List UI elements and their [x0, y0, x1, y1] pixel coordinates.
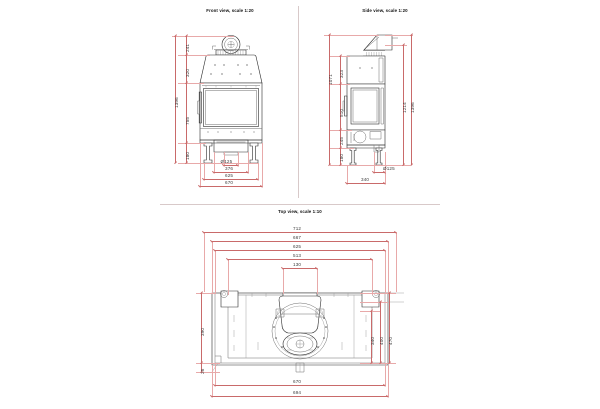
front-dim-625-line	[204, 179, 258, 180]
side-dim-1214-line	[403, 45, 404, 165]
side-witness-340-r	[385, 165, 386, 184]
top-dim-670-text: 670	[293, 379, 302, 384]
side-dim-510-line	[340, 84, 341, 130]
front-dim-376-line	[214, 172, 248, 173]
top-dim-470-text: 470	[387, 336, 393, 345]
view-separator-vertical	[298, 6, 299, 198]
top-dim-25-text: 25	[199, 368, 205, 374]
top-witness-670-r	[385, 363, 386, 386]
side-witness-d125-r	[385, 152, 386, 173]
side-witness-top	[324, 35, 379, 36]
top-dim-667-text: 667	[293, 235, 302, 240]
top-dim-513-line	[228, 259, 372, 260]
front-dim-376-text: 376	[225, 166, 234, 171]
top-dim-670-line	[215, 385, 385, 386]
top-dim-694-line	[212, 396, 388, 397]
top-dim-625-text: 625	[293, 244, 302, 249]
front-witness-320	[178, 83, 204, 84]
front-dim-320-line	[186, 55, 187, 83]
top-witness-r470-t	[360, 293, 396, 294]
front-dim-180-line	[186, 143, 187, 163]
side-witness-bottom	[330, 165, 410, 166]
top-dim-340-line	[371, 311, 372, 363]
side-witness-245	[330, 130, 352, 131]
top-witness-625-l	[215, 250, 216, 293]
view-separator-horizontal	[160, 204, 440, 205]
side-dim-340-line	[347, 183, 385, 184]
front-witness-180	[178, 163, 258, 164]
top-dim-400-text: 400	[378, 336, 384, 345]
top-dim-694-text: 694	[293, 390, 302, 395]
top-witness-r400-t	[360, 302, 388, 303]
front-dim-625-text: 625	[225, 173, 234, 178]
top-dim-400-line	[380, 302, 381, 363]
front-view-title: Front view, scale 1:20	[206, 8, 254, 13]
top-view-title: Top view, scale 1:10	[278, 209, 322, 214]
front-witness-670-l	[200, 143, 201, 187]
side-view-title: Side view, scale 1:20	[362, 8, 408, 13]
top-witness-694-l	[212, 365, 213, 397]
top-witness-390-b	[196, 363, 220, 364]
top-dim-390-line	[201, 293, 202, 363]
side-dim-340-text: 340	[361, 177, 370, 182]
top-witness-712-l	[204, 232, 205, 292]
top-dim-667-line	[212, 241, 388, 242]
top-dim-130-text: 130	[293, 262, 302, 267]
side-dim-245-line	[340, 130, 341, 148]
top-witness-667-l	[212, 241, 213, 293]
side-dim-1396-line	[411, 35, 412, 165]
side-witness-180	[330, 148, 354, 149]
top-witness-694-r	[388, 365, 389, 397]
side-witness-r2	[385, 35, 413, 36]
front-witness-top	[172, 36, 234, 37]
front-witness-241	[178, 55, 210, 56]
front-dim-670-line	[200, 186, 262, 187]
front-witness-376-l	[214, 152, 215, 173]
side-dim-d125-line	[374, 172, 385, 173]
front-witness-670-r	[262, 143, 263, 187]
front-dim-overall-line	[175, 36, 176, 163]
top-witness-25-b	[196, 372, 220, 373]
side-dim-d125-text: Ø125	[383, 166, 395, 171]
top-witness-130-r	[317, 268, 318, 294]
side-dim-323-line	[340, 56, 341, 84]
top-dim-390-text: 390	[199, 327, 205, 336]
front-view-geometry	[197, 35, 263, 164]
front-witness-d125-r	[238, 152, 239, 166]
top-dim-625-line	[215, 250, 385, 251]
side-dim-1071-line	[329, 35, 330, 165]
front-witness-376-r	[248, 152, 249, 173]
side-witness-d125-l	[374, 152, 375, 173]
top-witness-513-l	[228, 259, 229, 295]
top-witness-r-b	[360, 363, 396, 364]
top-dim-25-line	[201, 363, 202, 372]
front-witness-625-r	[258, 163, 259, 180]
side-witness-r1	[385, 45, 407, 46]
top-witness-390-t	[196, 293, 216, 294]
front-dim-670-text: 670	[225, 180, 234, 185]
front-witness-d125-l	[224, 152, 225, 166]
front-witness-755	[178, 143, 206, 144]
front-dim-d125-text: Ø125	[220, 159, 233, 164]
top-witness-670-l	[215, 363, 216, 386]
top-dim-513-text: 513	[293, 253, 302, 258]
front-witness-625-l	[204, 163, 205, 180]
top-dim-130-line	[283, 268, 317, 269]
top-dim-712-text: 712	[293, 226, 302, 231]
front-dim-d125-line	[224, 165, 238, 166]
top-dim-340-text: 340	[369, 336, 375, 345]
top-witness-667-r	[388, 241, 389, 293]
front-dim-755-line	[186, 83, 187, 143]
top-dim-470-line	[389, 293, 390, 363]
top-witness-712-r	[396, 232, 397, 292]
front-dim-241-line	[186, 36, 187, 55]
side-dim-180-line	[340, 148, 341, 165]
top-witness-625-r	[385, 250, 386, 293]
side-view-geometry	[342, 34, 398, 166]
top-witness-513-r	[372, 259, 373, 295]
top-witness-130-l	[283, 268, 284, 294]
top-dim-712-line	[204, 232, 396, 233]
side-witness-340-l	[347, 165, 348, 184]
